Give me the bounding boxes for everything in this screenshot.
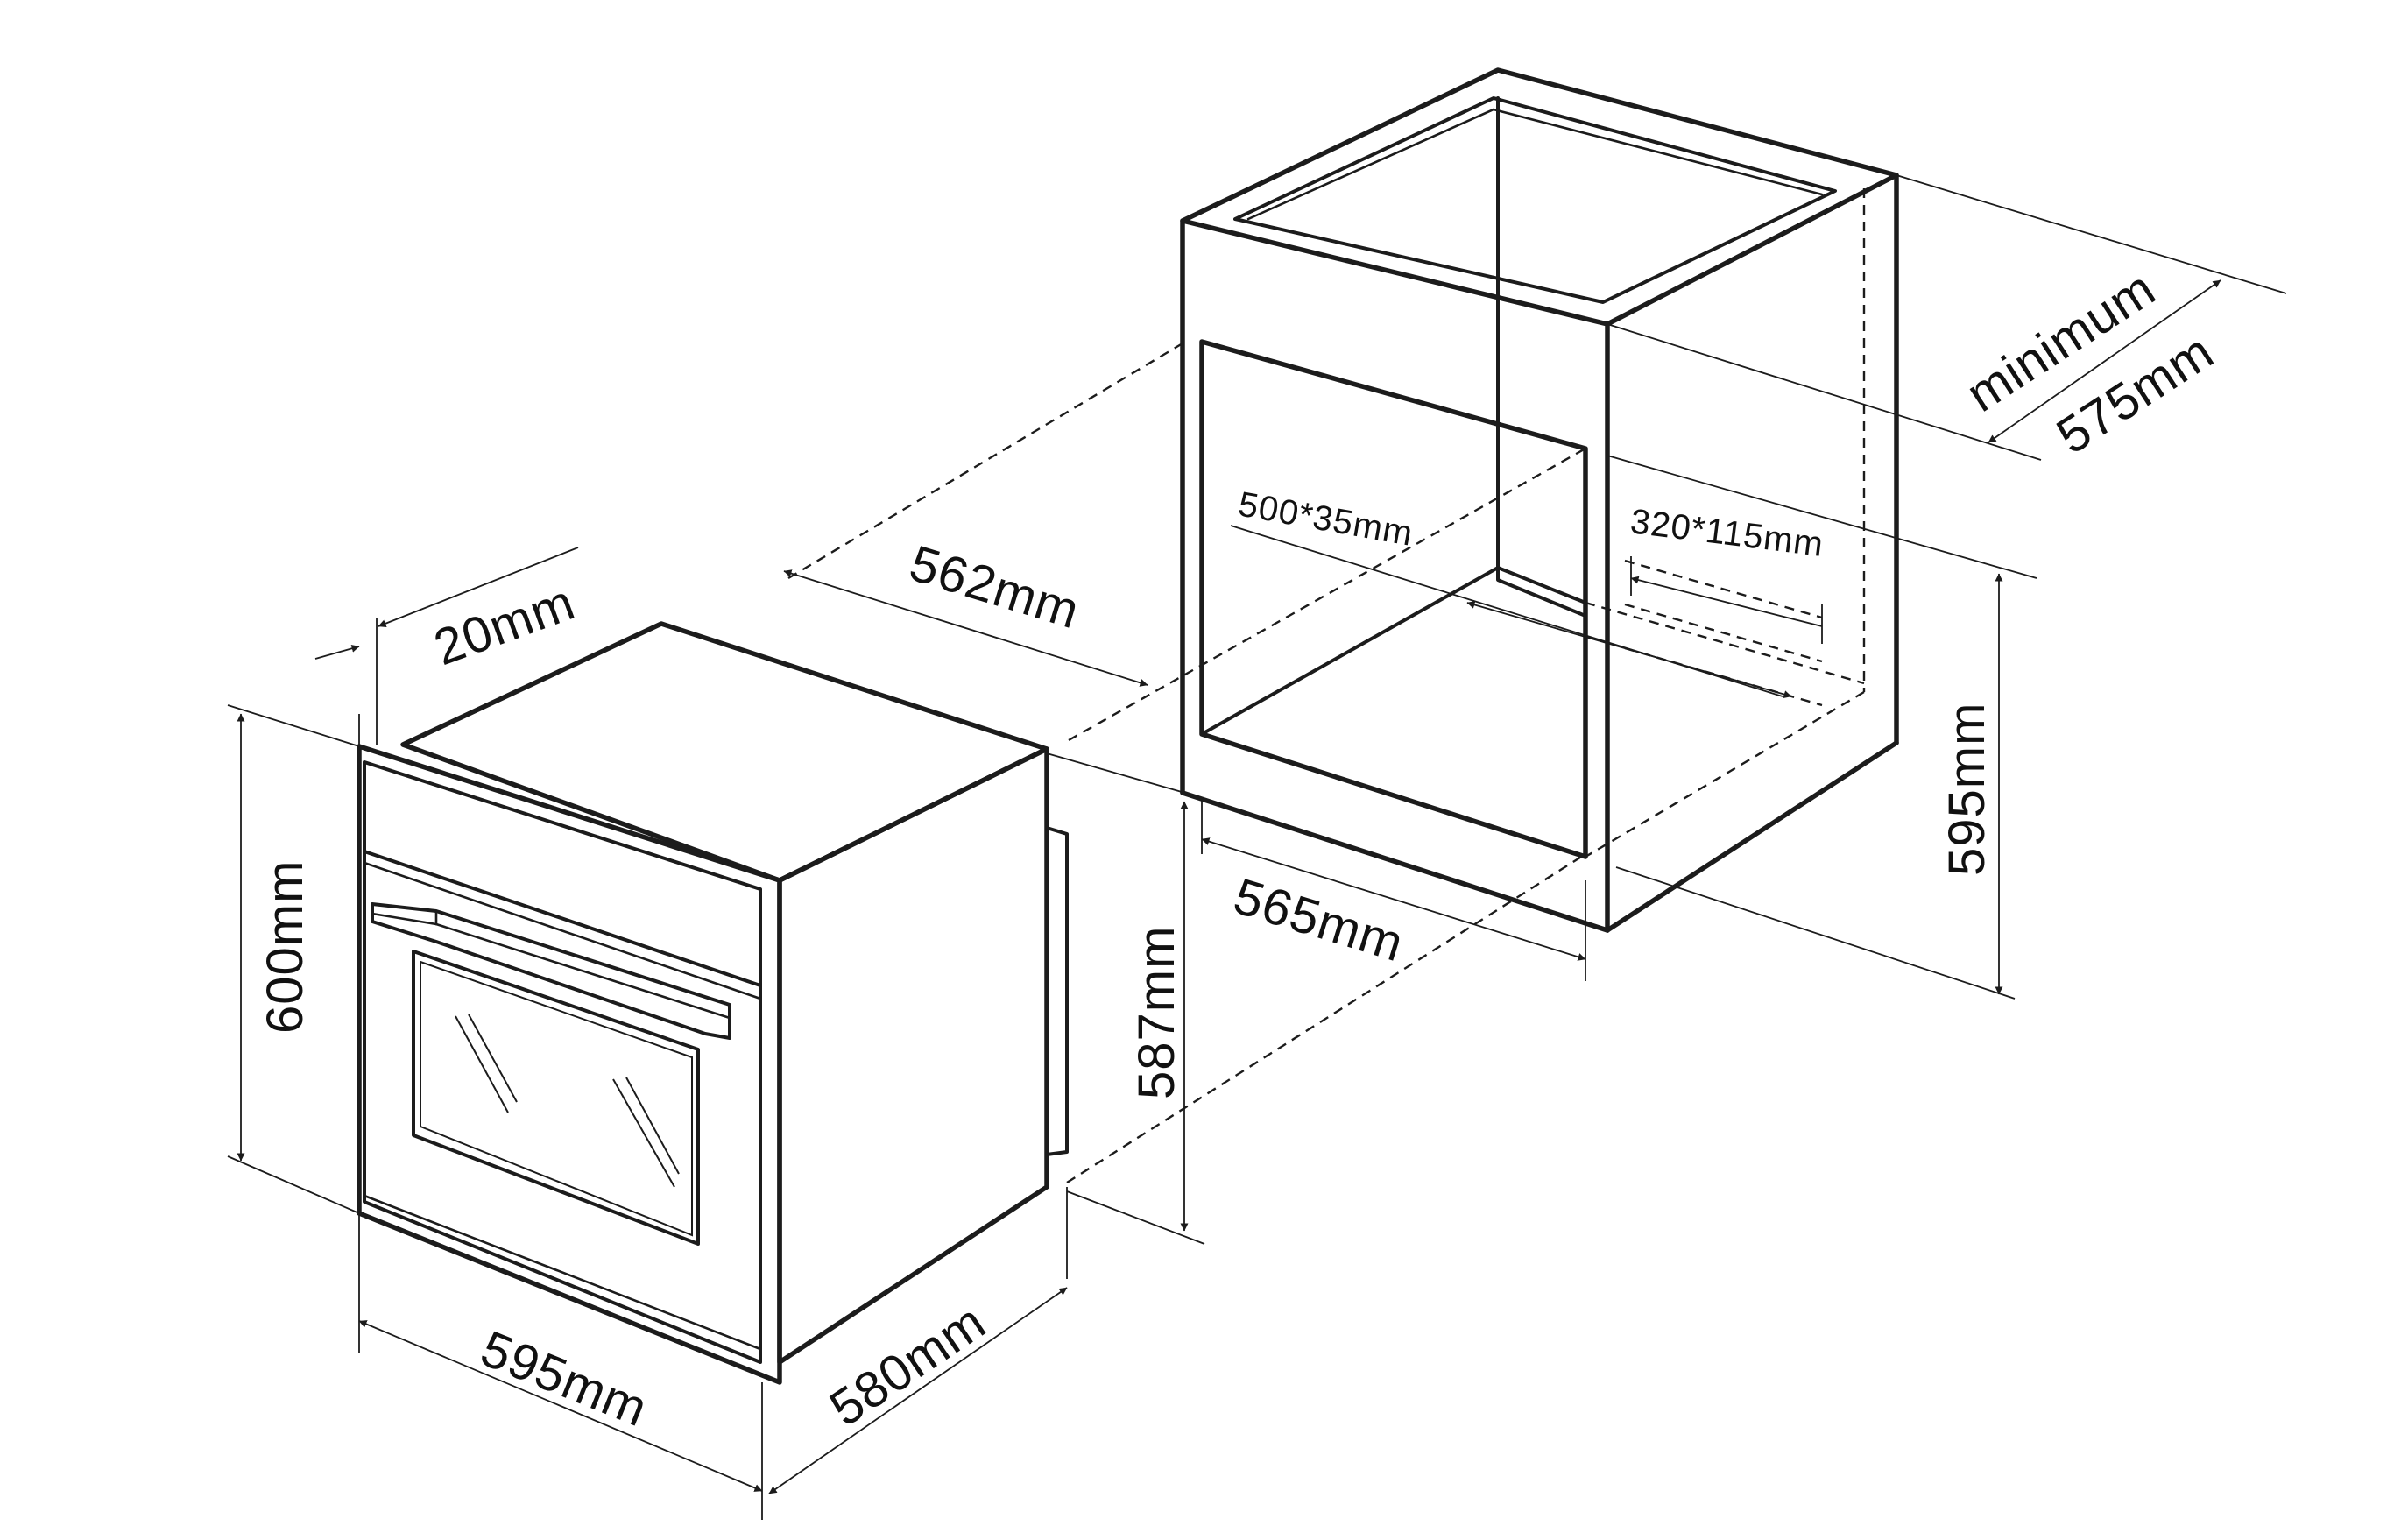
- label-oven-depth: 580mm: [820, 1293, 996, 1438]
- oven-handle: [371, 902, 731, 1040]
- label-cutout-height-min: 587mm: [1128, 926, 1185, 1099]
- oven-top-face: [400, 621, 1049, 883]
- glass-reflection: [455, 1015, 509, 1113]
- label-vent-opening-2: 320*115mm: [1628, 502, 1826, 564]
- oven-front-frame: [357, 744, 782, 1385]
- label-cutout-height: 595mm: [1939, 703, 1995, 876]
- cabinet-cutout: [1199, 339, 1588, 859]
- oven-window: [412, 950, 700, 1246]
- cabinet-top: [1180, 67, 1899, 327]
- vent-slot: [1496, 566, 1587, 618]
- label-cutout-width: 565mm: [1227, 867, 1410, 972]
- dimension-arrows: [237, 279, 2221, 1494]
- dimension-labels: 20mm 562mm 600mm 595mm 580mm 587mm 565mm…: [257, 259, 2223, 1438]
- oven-side-face: [777, 746, 1049, 1365]
- oven-rear-bracket: [1045, 826, 1069, 1156]
- oven: [357, 621, 1069, 1385]
- label-oven-height: 600mm: [257, 860, 314, 1034]
- label-oven-width: 595mm: [473, 1320, 655, 1438]
- label-front-thickness: 20mm: [427, 574, 582, 677]
- label-vent-opening-1: 500*35mm: [1235, 485, 1416, 554]
- label-oven-body-depth: 562mm: [903, 534, 1086, 639]
- control-panel-divider: [363, 850, 762, 987]
